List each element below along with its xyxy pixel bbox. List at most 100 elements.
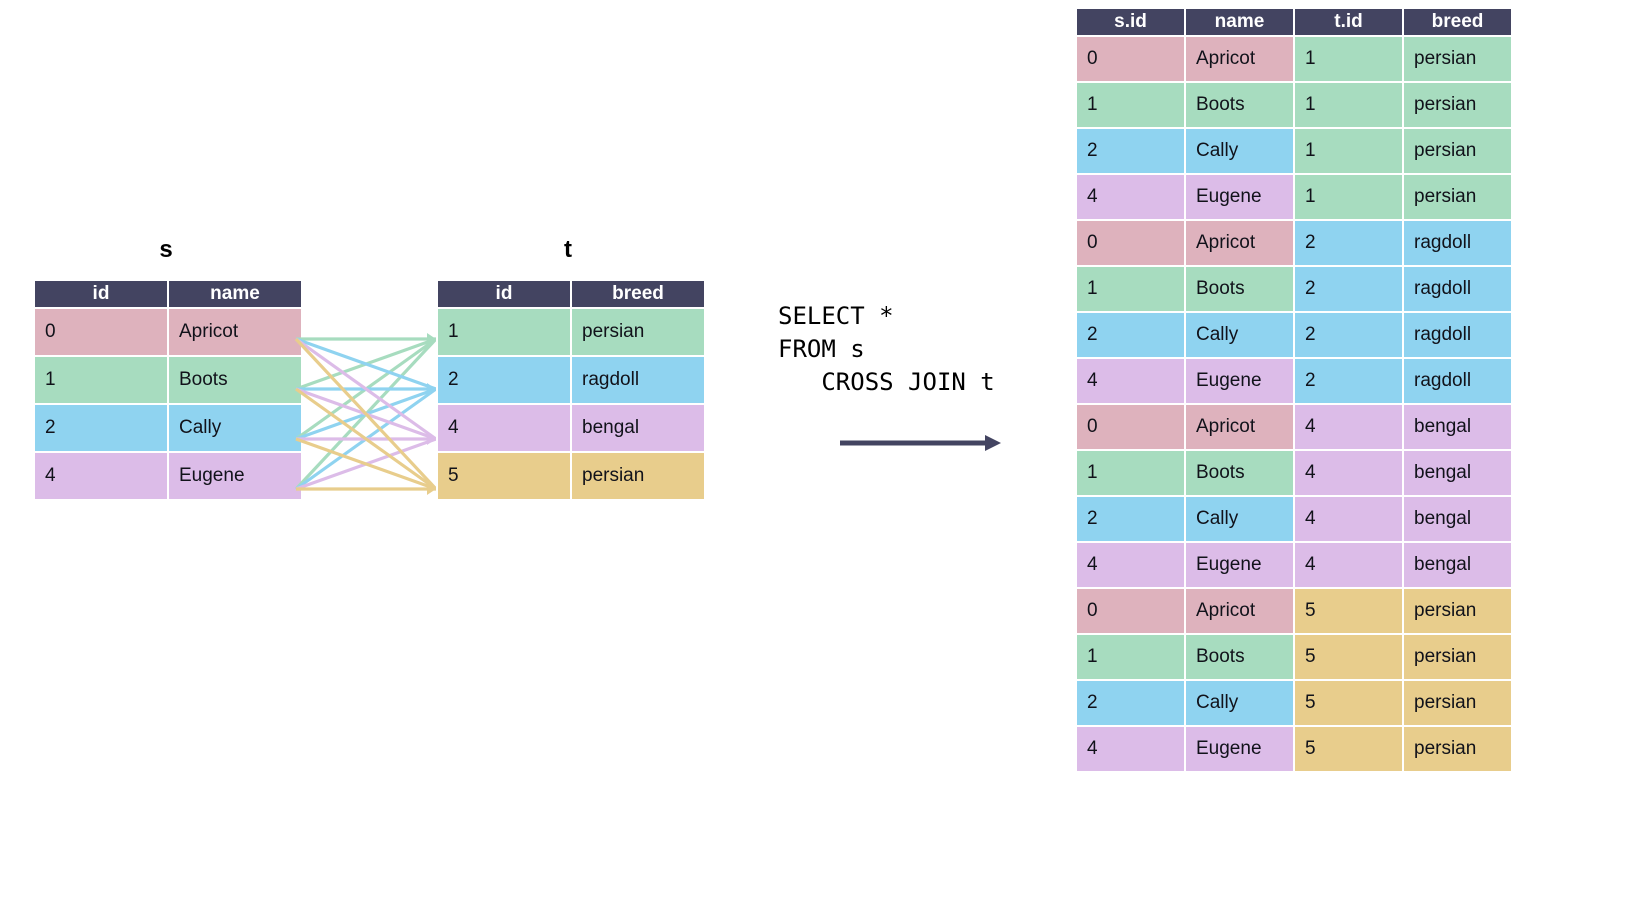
result-cell-s-id: 2	[1077, 313, 1184, 357]
result-cell-t-id: 1	[1295, 37, 1402, 81]
result-cell-t-id: 1	[1295, 129, 1402, 173]
table-t-cell-id: 5	[438, 453, 570, 499]
table-s-col-id: id	[35, 281, 167, 307]
table-s-cell-id: 0	[35, 309, 167, 355]
sql-query-text: SELECT * FROM s CROSS JOIN t	[778, 302, 995, 396]
result-cell-s-id: 2	[1077, 681, 1184, 725]
result-cell-t-id: 5	[1295, 635, 1402, 679]
result-cell-name: Eugene	[1186, 359, 1293, 403]
result-cell-name: Cally	[1186, 129, 1293, 173]
result-cell-breed: persian	[1404, 589, 1511, 633]
result-cell-name: Apricot	[1186, 37, 1293, 81]
result-cell-t-id: 2	[1295, 267, 1402, 311]
result-cell-breed: ragdoll	[1404, 359, 1511, 403]
result-cell-t-id: 5	[1295, 681, 1402, 725]
join-edge-arrowhead	[427, 483, 436, 495]
result-cell-name: Apricot	[1186, 405, 1293, 449]
result-cell-t-id: 2	[1295, 359, 1402, 403]
join-edge-arrowhead	[427, 433, 436, 445]
table-t-header-row: id breed	[438, 281, 704, 307]
result-col-s-id: s.id	[1077, 9, 1184, 35]
result-cell-t-id: 4	[1295, 497, 1402, 541]
join-edge-line	[295, 387, 437, 491]
result-cell-s-id: 4	[1077, 359, 1184, 403]
result-cell-s-id: 0	[1077, 405, 1184, 449]
result-cell-s-id: 1	[1077, 635, 1184, 679]
table-t-cell-id: 2	[438, 357, 570, 403]
result-cell-name: Eugene	[1186, 543, 1293, 587]
result-cell-name: Apricot	[1186, 221, 1293, 265]
result-cell-breed: persian	[1404, 129, 1511, 173]
result-cell-breed: persian	[1404, 727, 1511, 771]
result-cell-breed: ragdoll	[1404, 221, 1511, 265]
table-s-header-row: id name	[35, 281, 301, 307]
result-cell-breed: bengal	[1404, 405, 1511, 449]
result-cell-t-id: 5	[1295, 727, 1402, 771]
table-t-col-breed: breed	[572, 281, 704, 307]
result-cell-name: Boots	[1186, 267, 1293, 311]
result-col-name: name	[1186, 9, 1293, 35]
join-edge-line	[295, 437, 437, 491]
table-s-cell-id: 1	[35, 357, 167, 403]
table-t-cell-breed: bengal	[572, 405, 704, 451]
result-cell-breed: persian	[1404, 37, 1511, 81]
result-cell-name: Apricot	[1186, 589, 1293, 633]
join-edge-line	[294, 337, 438, 491]
result-col-t-id: t.id	[1295, 9, 1402, 35]
table-s-cell-name: Apricot	[169, 309, 301, 355]
result-cell-t-id: 4	[1295, 543, 1402, 587]
result-cell-name: Eugene	[1186, 727, 1293, 771]
result-cell-t-id: 4	[1295, 451, 1402, 495]
result-cell-t-id: 4	[1295, 405, 1402, 449]
result-cell-breed: persian	[1404, 175, 1511, 219]
result-cell-name: Boots	[1186, 635, 1293, 679]
table-t-cell-breed: persian	[572, 453, 704, 499]
result-cell-name: Cally	[1186, 497, 1293, 541]
table-s-cell-name: Eugene	[169, 453, 301, 499]
table-s-cell-id: 4	[35, 453, 167, 499]
result-cell-s-id: 2	[1077, 497, 1184, 541]
result-cell-t-id: 2	[1295, 221, 1402, 265]
result-cell-name: Boots	[1186, 83, 1293, 127]
result-cell-s-id: 2	[1077, 129, 1184, 173]
result-cell-t-id: 2	[1295, 313, 1402, 357]
table-t-col-id: id	[438, 281, 570, 307]
table-s-cell-name: Cally	[169, 405, 301, 451]
table-s-col-name: name	[169, 281, 301, 307]
result-cell-breed: persian	[1404, 681, 1511, 725]
result-cell-s-id: 4	[1077, 543, 1184, 587]
table-s-caption: s	[159, 236, 173, 263]
table-t-cell-id: 4	[438, 405, 570, 451]
result-cell-s-id: 4	[1077, 727, 1184, 771]
result-cell-s-id: 1	[1077, 267, 1184, 311]
result-cell-s-id: 0	[1077, 37, 1184, 81]
result-cell-breed: bengal	[1404, 497, 1511, 541]
result-cell-s-id: 4	[1077, 175, 1184, 219]
result-cell-breed: persian	[1404, 83, 1511, 127]
result-cell-t-id: 1	[1295, 175, 1402, 219]
result-cell-breed: ragdoll	[1404, 267, 1511, 311]
